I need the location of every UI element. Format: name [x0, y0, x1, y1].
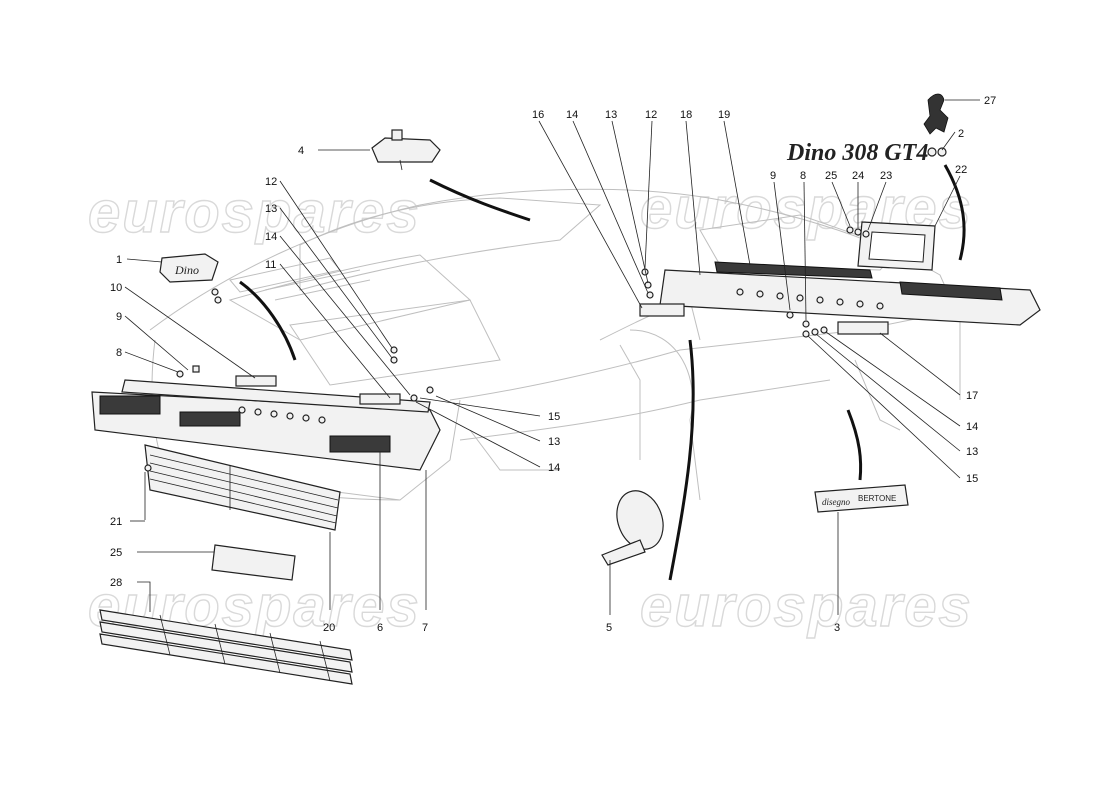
rear-badge-text: Dino 308 GT4	[786, 140, 928, 166]
hood-badge-mount-line	[239, 280, 297, 361]
callout-20: 20	[323, 622, 335, 634]
callout-12b: 12	[645, 109, 657, 121]
callout-19: 19	[718, 109, 730, 121]
badge-nut-2	[214, 296, 222, 304]
callout-23: 23	[880, 170, 892, 182]
rear-nut-15[interactable]	[802, 330, 810, 338]
callout-8b: 8	[800, 170, 806, 182]
side-mirror[interactable]	[601, 484, 671, 566]
rear-washer-13b[interactable]	[811, 328, 819, 336]
callout-8a: 8	[116, 347, 122, 359]
license-plate-bracket[interactable]	[211, 544, 296, 581]
front-bracket-right[interactable]	[359, 393, 401, 405]
callout-6: 6	[377, 622, 383, 634]
rear-badge-mount-line	[943, 164, 966, 261]
front-washer-13[interactable]	[390, 356, 398, 364]
callout-12a: 12	[265, 176, 277, 188]
front-bracket-left[interactable]	[235, 375, 277, 387]
hood-badge-part[interactable]: Dino	[159, 253, 222, 304]
callout-1: 1	[116, 254, 122, 266]
rear-nut-23[interactable]	[862, 230, 870, 238]
callout-15b: 15	[966, 473, 978, 485]
front-bumper[interactable]	[91, 379, 441, 471]
callout-26: 25	[110, 547, 122, 559]
callout-13a: 13	[265, 203, 277, 215]
callout-15a: 15	[548, 411, 560, 423]
prancing-horse-emblem-icon[interactable]	[923, 93, 949, 135]
rear-bracket-17[interactable]	[837, 321, 889, 335]
front-screw-9[interactable]	[192, 365, 200, 373]
rear-nut-14b[interactable]	[820, 326, 828, 334]
callout-14c: 14	[566, 109, 578, 121]
watermark-4: eurospares	[640, 574, 973, 639]
hood-badge-text: Dino	[174, 263, 199, 277]
callout-18: 18	[680, 109, 692, 121]
leader-lines	[124, 99, 980, 615]
callout-14a: 14	[265, 231, 277, 243]
callout-7: 7	[422, 622, 428, 634]
callout-2: 2	[958, 128, 964, 140]
mirror-mount-line	[429, 178, 531, 222]
grille-screw-21[interactable]	[144, 464, 152, 472]
callout-24: 24	[852, 170, 864, 182]
front-screw-12[interactable]	[390, 346, 398, 354]
callout-22: 22	[955, 164, 967, 176]
rear-nut-8[interactable]	[802, 320, 810, 328]
callout-10: 10	[110, 282, 122, 294]
callout-25: 25	[825, 170, 837, 182]
callout-27: 27	[984, 95, 996, 107]
lower-grille[interactable]	[99, 609, 353, 685]
front-washer-15[interactable]	[426, 386, 434, 394]
callout-3: 3	[834, 622, 840, 634]
callout-13d: 13	[966, 446, 978, 458]
car-body-outline	[149, 188, 961, 501]
callout-17: 17	[966, 390, 978, 402]
side-badge[interactable]: disegno BERTONE	[814, 484, 909, 513]
rear-badge-nut-2	[937, 147, 947, 157]
callout-labels: 4 1 10 9 8 12 13 14 11 15 13 14 21 25 28…	[110, 95, 996, 634]
callout-13b: 13	[548, 436, 560, 448]
callout-13c: 13	[605, 109, 617, 121]
rear-bumper[interactable]	[659, 261, 1041, 326]
callout-5: 5	[606, 622, 612, 634]
side-badge-text-right: BERTONE	[858, 494, 896, 503]
watermark-1: eurospares	[88, 180, 421, 245]
callout-28: 28	[110, 577, 122, 589]
callout-9a: 9	[116, 311, 122, 323]
badge-nut-1	[211, 288, 219, 296]
rear-model-badge[interactable]: Dino 308 GT4	[786, 140, 947, 166]
rear-screw-9[interactable]	[786, 311, 794, 319]
rear-nut-25[interactable]	[846, 226, 854, 234]
callout-9b: 9	[770, 170, 776, 182]
callout-14b: 14	[548, 462, 560, 474]
rear-view-mirror[interactable]	[371, 129, 441, 171]
callout-14d: 14	[966, 421, 978, 433]
side-badge-text-left: disegno	[822, 497, 850, 507]
rear-badge-nut-1	[927, 147, 937, 157]
front-grille[interactable]	[144, 444, 341, 531]
callout-16: 16	[532, 109, 544, 121]
callout-4: 4	[298, 145, 304, 157]
callout-21: 21	[110, 516, 122, 528]
rear-nut-14[interactable]	[646, 291, 654, 299]
rear-plate-frame[interactable]	[857, 221, 936, 271]
side-mirror-mount-line	[668, 339, 695, 581]
rear-bracket-16[interactable]	[639, 303, 685, 317]
side-badge-mount-line	[846, 409, 863, 481]
callout-11: 11	[265, 259, 276, 271]
front-nut-14[interactable]	[410, 394, 418, 402]
front-nut-8[interactable]	[176, 370, 184, 378]
rear-nut-24[interactable]	[854, 228, 862, 236]
